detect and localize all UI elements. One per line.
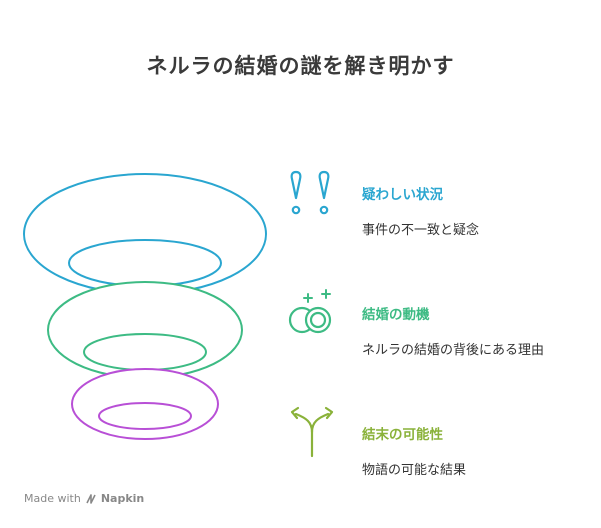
item-description-motive: ネルラの結婚の背後にある理由 [362, 343, 545, 358]
footer-brand: Napkin [100, 492, 145, 505]
item-title-suspicious: 疑わしい状況 [362, 187, 443, 203]
ring-top-inner [68, 239, 222, 287]
branching-arrows-icon [290, 406, 334, 458]
double-exclamation-icon [290, 170, 330, 215]
page-title: ネルラの結婚の謎を解き明かす [146, 54, 455, 78]
item-description-suspicious: 事件の不一致と疑念 [362, 223, 480, 238]
footer-credit: Made with Napkin [24, 492, 144, 505]
item-description-outcome: 物語の可能な結果 [362, 463, 467, 478]
ring-bottom-inner [98, 402, 192, 430]
item-title-outcome: 結末の可能性 [362, 427, 443, 443]
rings-sparkle-icon [288, 289, 332, 334]
ring-middle-inner [83, 333, 207, 371]
footer-made-with: Made with [24, 492, 81, 505]
napkin-logo-icon [86, 493, 96, 504]
item-title-motive: 結婚の動機 [362, 307, 430, 323]
